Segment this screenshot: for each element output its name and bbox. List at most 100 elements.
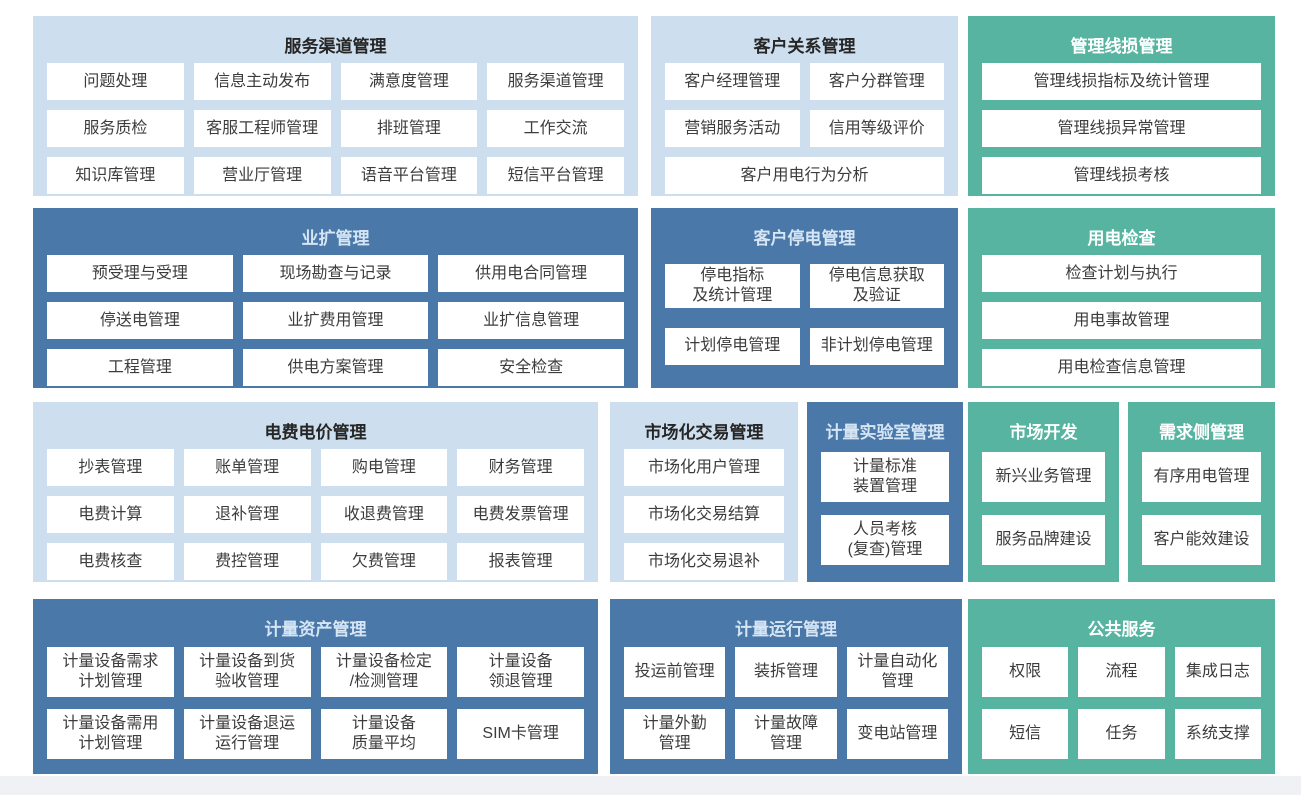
panel-title: 用电检查 xyxy=(1087,229,1156,248)
panel-cells: 问题处理信息主动发布满意度管理服务渠道管理服务质检客服工程师管理排班管理工作交流… xyxy=(47,63,624,194)
panel-metering-operation: 计量运行管理投运前管理装拆管理计量自动化 管理计量外勤 管理计量故障 管理变电站… xyxy=(610,599,962,774)
module-cell: 停送电管理 xyxy=(47,302,233,339)
panel-title: 电费电价管理 xyxy=(264,423,367,442)
module-cell: 客户能效建设 xyxy=(1142,515,1261,565)
module-cell: 人员考核 (复查)管理 xyxy=(821,515,949,565)
panel-business-expansion: 业扩管理预受理与受理现场勘查与记录供用电合同管理停送电管理业扩费用管理业扩信息管… xyxy=(33,208,638,388)
panel-tariff-billing: 电费电价管理抄表管理账单管理购电管理财务管理电费计算退补管理收退费管理电费发票管… xyxy=(33,402,598,582)
module-cell: 抄表管理 xyxy=(47,449,174,486)
panel-line-loss: 管理线损管理管理线损指标及统计管理管理线损异常管理管理线损考核 xyxy=(968,16,1275,196)
module-cell: 账单管理 xyxy=(183,449,311,486)
module-cell: 供电方案管理 xyxy=(242,349,429,386)
module-cell: 检查计划与执行 xyxy=(982,255,1261,292)
module-cell: 业扩费用管理 xyxy=(242,302,429,339)
module-cell: 购电管理 xyxy=(320,449,448,486)
module-cell: 财务管理 xyxy=(457,449,584,486)
module-cell: 服务渠道管理 xyxy=(487,63,624,100)
module-cell: SIM卡管理 xyxy=(457,708,584,759)
panel-title: 市场化交易管理 xyxy=(644,423,764,442)
module-cell: 市场化交易结算 xyxy=(624,496,784,533)
panel-cells: 管理线损指标及统计管理管理线损异常管理管理线损考核 xyxy=(982,63,1261,194)
module-cell: 新兴业务管理 xyxy=(982,452,1105,502)
module-cell: 语音平台管理 xyxy=(340,157,478,194)
panel-title: 管理线损管理 xyxy=(1070,37,1173,56)
module-cell: 安全检查 xyxy=(438,349,624,386)
panel-title: 服务渠道管理 xyxy=(284,37,387,56)
panel-title: 计量资产管理 xyxy=(264,620,367,639)
panel-title: 需求侧管理 xyxy=(1159,423,1244,442)
panel-cells: 市场化用户管理市场化交易结算市场化交易退补 xyxy=(624,449,784,580)
module-cell: 管理线损考核 xyxy=(982,157,1261,194)
module-cell: 计量设备需用 计划管理 xyxy=(47,708,174,759)
module-cell: 用电事故管理 xyxy=(982,302,1261,339)
module-cell: 服务质检 xyxy=(47,110,184,147)
module-cell: 营销服务活动 xyxy=(665,110,800,147)
page-bottom-strip xyxy=(0,776,1301,795)
panel-power-inspection: 用电检查检查计划与执行用电事故管理用电检查信息管理 xyxy=(968,208,1275,388)
module-cell: 预受理与受理 xyxy=(47,255,233,292)
module-cell: 客服工程师管理 xyxy=(193,110,331,147)
module-cell: 计量设备检定 /检测管理 xyxy=(320,647,448,698)
module-cell: 电费核查 xyxy=(47,543,174,580)
module-cell: 市场化用户管理 xyxy=(624,449,784,486)
module-cell: 计量设备 质量平均 xyxy=(320,708,448,759)
module-cell: 供用电合同管理 xyxy=(438,255,624,292)
module-cell: 计量设备到货 验收管理 xyxy=(183,647,311,698)
panel-title: 客户停电管理 xyxy=(753,229,856,248)
module-cell: 问题处理 xyxy=(47,63,184,100)
module-cell: 集成日志 xyxy=(1174,647,1261,698)
panel-title: 客户关系管理 xyxy=(753,37,856,56)
module-cell: 投运前管理 xyxy=(624,647,726,698)
panel-cells: 权限流程集成日志短信任务系统支撑 xyxy=(982,646,1261,760)
module-cell: 现场勘查与记录 xyxy=(242,255,429,292)
module-cell: 流程 xyxy=(1078,647,1165,698)
panel-metering-asset: 计量资产管理计量设备需求 计划管理计量设备到货 验收管理计量设备检定 /检测管理… xyxy=(33,599,598,774)
module-cell: 业扩信息管理 xyxy=(438,302,624,339)
module-cell: 计量故障 管理 xyxy=(735,708,837,759)
module-cell: 计量设备 领退管理 xyxy=(457,647,584,698)
module-cell: 工程管理 xyxy=(47,349,233,386)
module-cell: 用电检查信息管理 xyxy=(982,349,1261,386)
module-cell: 计量设备退运 运行管理 xyxy=(183,708,311,759)
module-cell: 管理线损指标及统计管理 xyxy=(982,63,1261,100)
module-cell: 费控管理 xyxy=(183,543,311,580)
panel-cells: 有序用电管理客户能效建设 xyxy=(1142,449,1261,568)
module-cell: 电费计算 xyxy=(47,496,174,533)
module-cell: 电费发票管理 xyxy=(457,496,584,533)
module-cell: 管理线损异常管理 xyxy=(982,110,1261,147)
panel-cells: 新兴业务管理服务品牌建设 xyxy=(982,449,1105,568)
panel-cells: 计量设备需求 计划管理计量设备到货 验收管理计量设备检定 /检测管理计量设备 领… xyxy=(47,646,584,760)
module-cell: 排班管理 xyxy=(340,110,478,147)
module-cell: 装拆管理 xyxy=(735,647,837,698)
module-cell: 营业厅管理 xyxy=(193,157,331,194)
module-cell: 计划停电管理 xyxy=(665,327,800,365)
module-cell: 服务品牌建设 xyxy=(982,515,1105,565)
module-cell: 知识库管理 xyxy=(47,157,184,194)
panel-cells: 计量标准 装置管理人员考核 (复查)管理 xyxy=(821,449,949,568)
panel-metering-lab: 计量实验室管理计量标准 装置管理人员考核 (复查)管理 xyxy=(807,402,963,582)
panel-cells: 停电指标 及统计管理停电信息获取 及验证计划停电管理非计划停电管理 xyxy=(665,255,944,374)
module-cell: 客户分群管理 xyxy=(809,63,944,100)
panel-customer-outage: 客户停电管理停电指标 及统计管理停电信息获取 及验证计划停电管理非计划停电管理 xyxy=(651,208,958,388)
module-cell: 任务 xyxy=(1078,708,1165,759)
module-cell: 市场化交易退补 xyxy=(624,543,784,580)
module-cell: 计量外勤 管理 xyxy=(624,708,726,759)
panel-cells: 客户经理管理客户分群管理营销服务活动信用等级评价客户用电行为分析 xyxy=(665,63,944,194)
panel-title: 计量运行管理 xyxy=(735,620,837,639)
panel-service-channel: 服务渠道管理问题处理信息主动发布满意度管理服务渠道管理服务质检客服工程师管理排班… xyxy=(33,16,638,196)
panel-customer-relation: 客户关系管理客户经理管理客户分群管理营销服务活动信用等级评价客户用电行为分析 xyxy=(651,16,958,196)
panel-cells: 预受理与受理现场勘查与记录供用电合同管理停送电管理业扩费用管理业扩信息管理工程管… xyxy=(47,255,624,386)
panel-cells: 抄表管理账单管理购电管理财务管理电费计算退补管理收退费管理电费发票管理电费核查费… xyxy=(47,449,584,580)
panel-cells: 检查计划与执行用电事故管理用电检查信息管理 xyxy=(982,255,1261,386)
module-cell: 系统支撑 xyxy=(1174,708,1261,759)
module-cell: 非计划停电管理 xyxy=(809,327,944,365)
module-cell: 变电站管理 xyxy=(846,708,948,759)
module-cell: 客户经理管理 xyxy=(665,63,800,100)
module-cell: 短信平台管理 xyxy=(487,157,624,194)
panel-title: 公共服务 xyxy=(1087,620,1156,639)
module-cell: 工作交流 xyxy=(487,110,624,147)
module-cell: 收退费管理 xyxy=(320,496,448,533)
module-cell: 满意度管理 xyxy=(340,63,478,100)
module-cell: 计量自动化 管理 xyxy=(846,647,948,698)
